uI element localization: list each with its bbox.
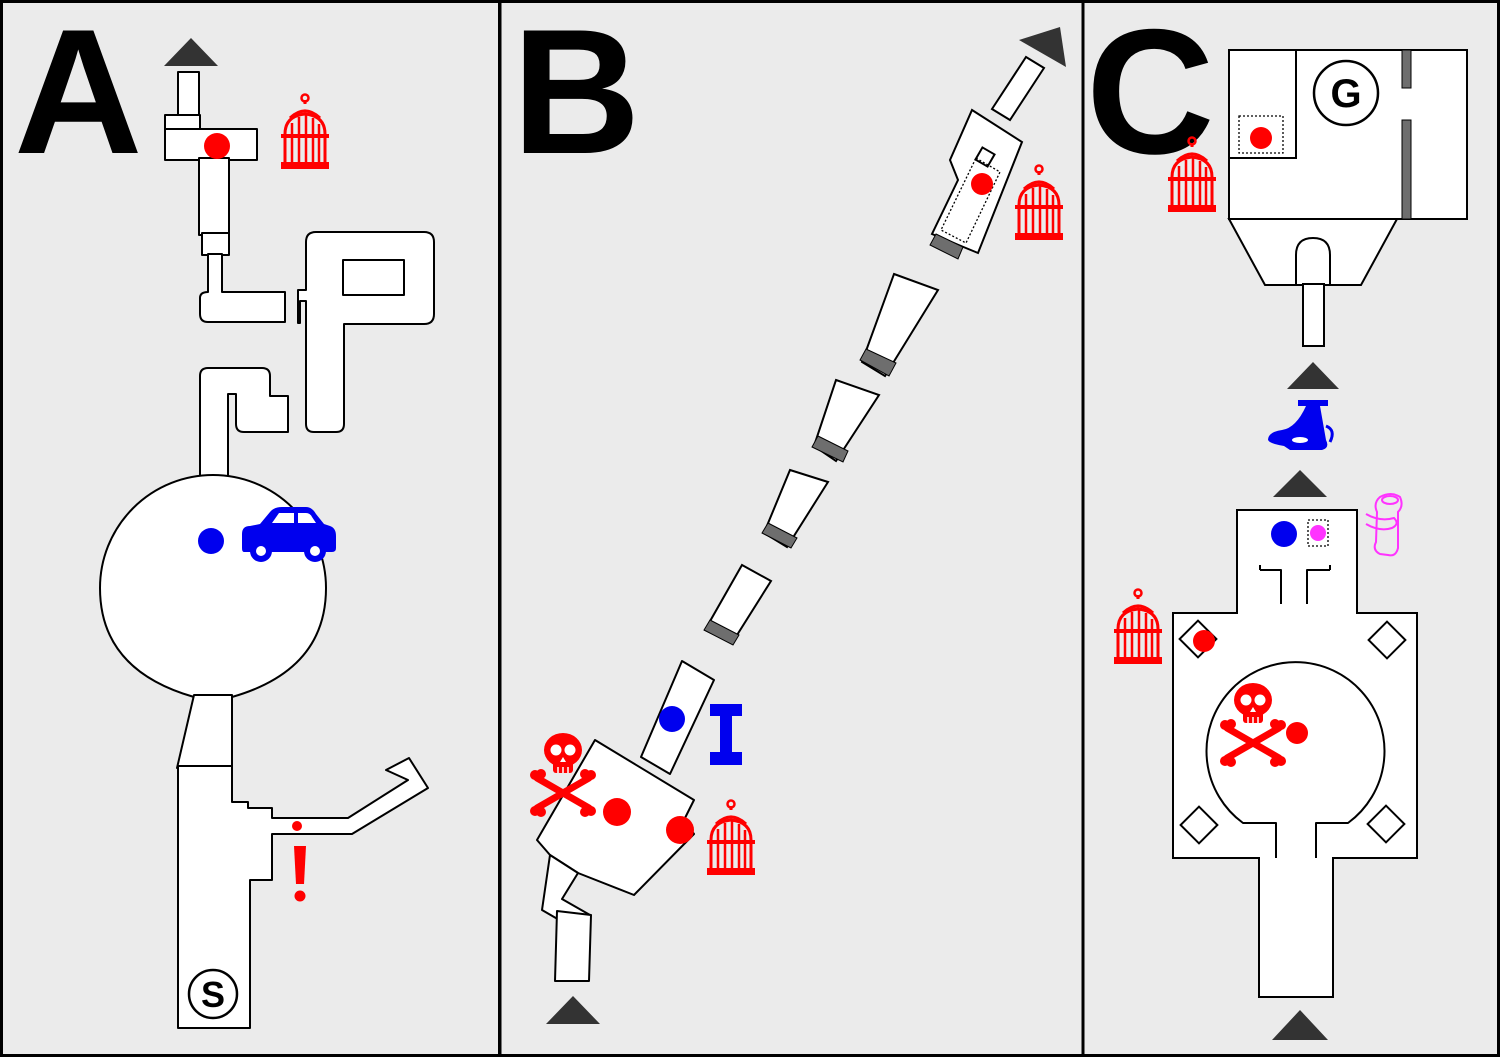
scroll-icon xyxy=(1365,493,1403,557)
i-beam-icon xyxy=(710,704,742,765)
panel-c-rooms xyxy=(1172,49,1468,998)
exit-arrow-icon xyxy=(546,996,600,1024)
enemy-dot[interactable] xyxy=(1250,127,1272,149)
panel-c-label: C xyxy=(1086,0,1215,191)
enemy-dot[interactable] xyxy=(603,798,631,826)
item-dot[interactable] xyxy=(1271,521,1297,547)
goal-marker: G xyxy=(1312,59,1380,127)
enemy-dot[interactable] xyxy=(1286,722,1308,744)
exit-arrow-icon xyxy=(164,38,218,66)
exit-arrow-icon xyxy=(1272,1010,1328,1040)
svg-text:G: G xyxy=(1330,72,1361,116)
item-dot[interactable] xyxy=(659,706,685,732)
panel-a-label: A xyxy=(14,0,143,191)
enemy-dot[interactable] xyxy=(971,173,993,195)
enemy-dot[interactable] xyxy=(666,816,694,844)
exclamation-icon xyxy=(294,846,306,902)
trap-dot[interactable] xyxy=(292,821,302,831)
svg-text:S: S xyxy=(201,974,225,1015)
special-dot[interactable] xyxy=(1310,525,1326,541)
enemy-dot[interactable] xyxy=(1193,630,1215,652)
lamp-icon xyxy=(1268,400,1334,450)
panel-b-label: B xyxy=(512,0,641,191)
enemy-dot[interactable] xyxy=(204,133,230,159)
panel-c: C G xyxy=(1081,0,1500,1057)
exit-arrow-icon xyxy=(1287,362,1339,389)
item-dot[interactable] xyxy=(198,528,224,554)
car-icon xyxy=(242,507,336,562)
exit-arrow-icon xyxy=(1019,27,1066,67)
panel-a: A xyxy=(0,0,501,1057)
panel-b: B xyxy=(498,0,1085,1057)
start-marker: S xyxy=(187,968,239,1020)
exit-arrow-icon xyxy=(1273,470,1327,497)
